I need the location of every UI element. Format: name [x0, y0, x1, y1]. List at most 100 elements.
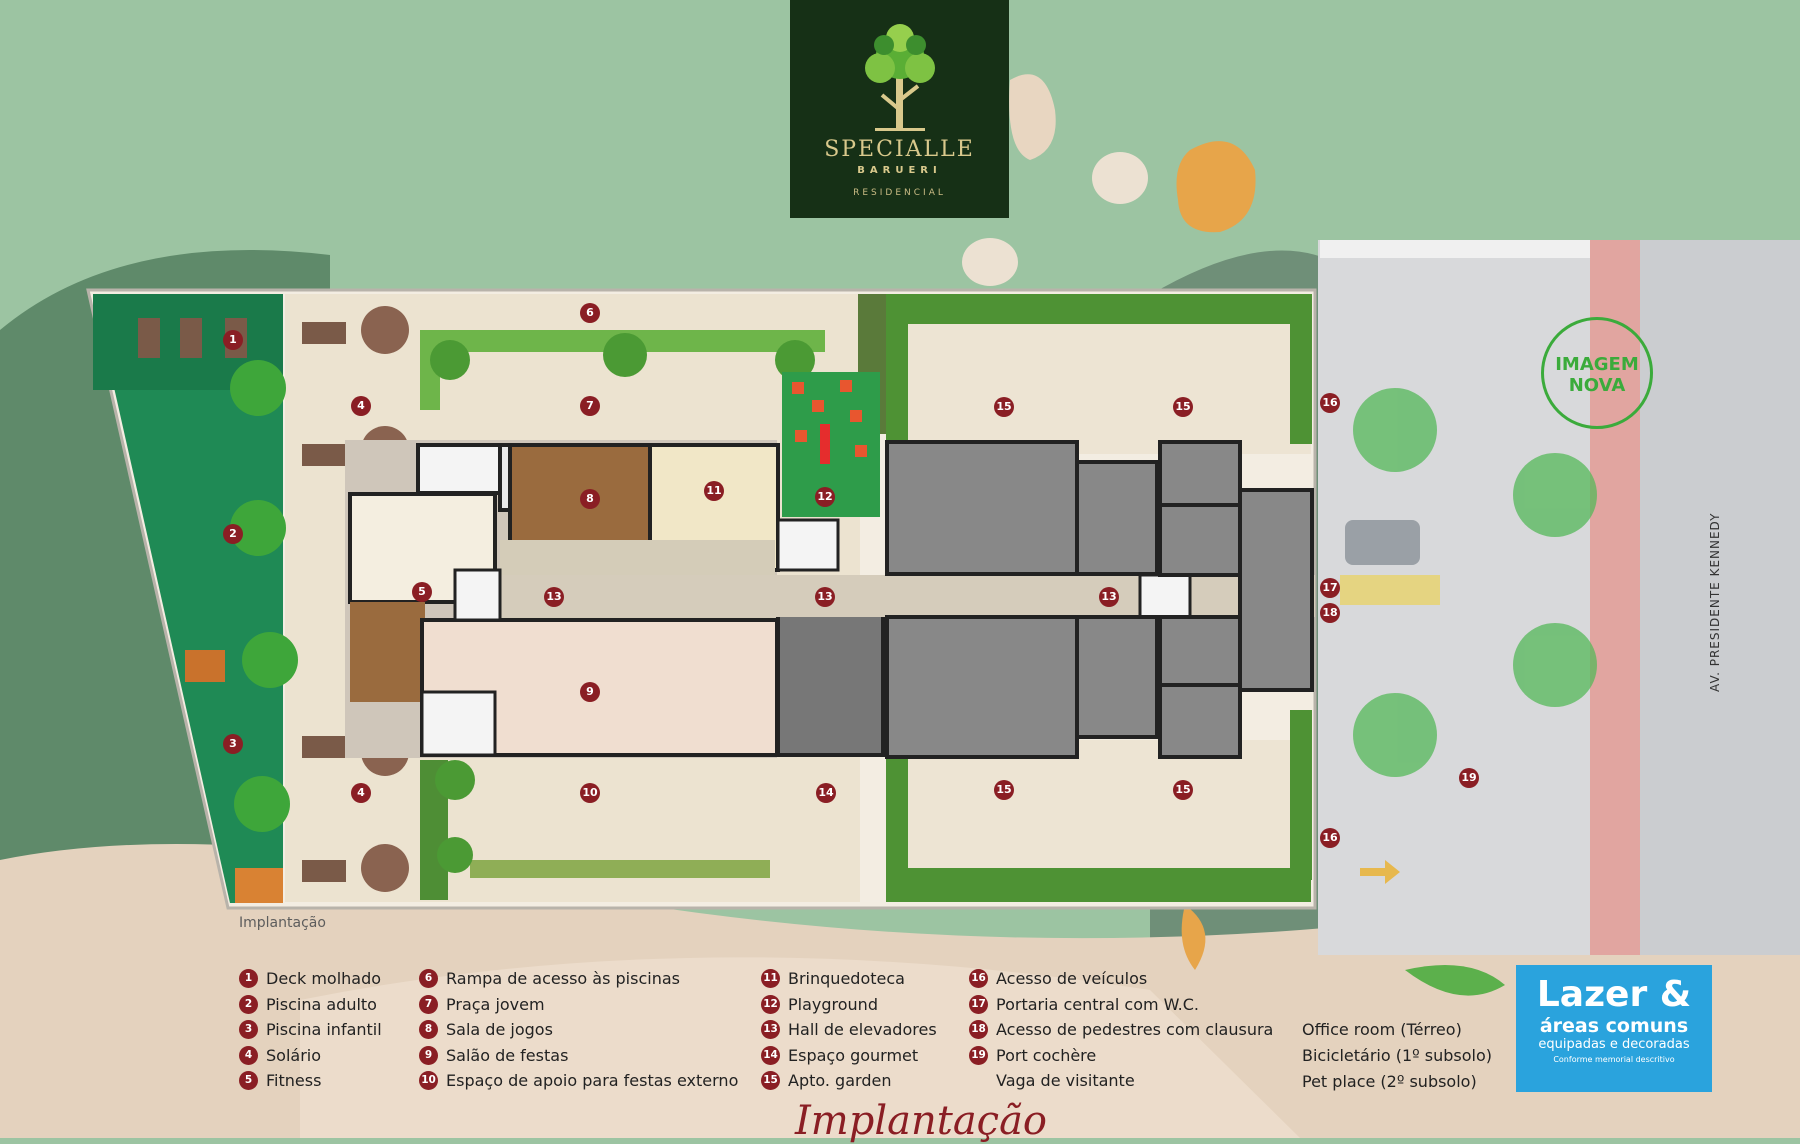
map-marker: 15: [1173, 397, 1193, 417]
map-marker: 7: [580, 396, 600, 416]
map-marker: 15: [994, 780, 1014, 800]
legend-label: Playground: [788, 994, 878, 1014]
map-marker: 3: [223, 734, 243, 754]
legend-number: 14: [761, 1045, 780, 1065]
legend-item: 1 Deck molhado: [239, 966, 382, 992]
map-marker: 6: [580, 303, 600, 323]
legend-label: Hall de elevadores: [788, 1020, 937, 1040]
map-marker: 4: [351, 396, 371, 416]
legend-number: 3: [239, 1020, 258, 1040]
extra-item: Bicicletário (1º subsolo): [1302, 1046, 1493, 1065]
legend-item: 15 Apto. garden: [761, 1068, 937, 1094]
legend-number: 10: [419, 1071, 438, 1091]
legend-number: 1: [239, 969, 258, 989]
legend-label: Piscina infantil: [266, 1020, 382, 1040]
map-marker: 17: [1320, 578, 1340, 598]
legend-label: Apto. garden: [788, 1071, 892, 1091]
legend-label: Solário: [266, 1045, 322, 1065]
legend-number: 8: [419, 1020, 438, 1040]
legend-item: 7 Praça jovem: [419, 992, 738, 1018]
logo-city: BARUERI: [857, 165, 942, 176]
legend-label: Piscina adulto: [266, 994, 377, 1014]
map-marker: 13: [1099, 587, 1119, 607]
extra-item: Pet place (2º subsolo): [1302, 1072, 1477, 1091]
legend-number: 18: [969, 1020, 988, 1040]
legend-item: 4 Solário: [239, 1043, 382, 1069]
legend-item: 8 Sala de jogos: [419, 1017, 738, 1043]
legend-item: 17 Portaria central com W.C.: [969, 992, 1273, 1018]
map-marker: 15: [1173, 780, 1193, 800]
legend-label: Portaria central com W.C.: [996, 994, 1199, 1014]
street-name: AV. PRESIDENTE KENNEDY: [1708, 512, 1722, 692]
map-marker: 13: [544, 587, 564, 607]
leisure-desc: equipadas e decoradas: [1538, 1037, 1690, 1052]
legend-number: 16: [969, 969, 988, 989]
new-image-line1: IMAGEM: [1555, 354, 1639, 375]
new-image-line2: NOVA: [1568, 375, 1626, 396]
legend-number: 9: [419, 1045, 438, 1065]
legend-item: 2 Piscina adulto: [239, 992, 382, 1018]
legend-label: Fitness: [266, 1071, 322, 1091]
legend-label: Rampa de acesso às piscinas: [446, 969, 680, 989]
extra-item: Office room (Térreo): [1302, 1020, 1462, 1039]
legend-label: Espaço de apoio para festas externo: [446, 1071, 739, 1091]
legend-label: Brinquedoteca: [788, 969, 905, 989]
map-marker: 14: [816, 783, 836, 803]
map-marker: 5: [412, 582, 432, 602]
legend-item: 14 Espaço gourmet: [761, 1043, 937, 1069]
map-marker: 1: [223, 330, 243, 350]
legend-label: Praça jovem: [446, 994, 545, 1014]
legend-number: 12: [761, 994, 780, 1014]
script-title: Implantação: [795, 1098, 1047, 1144]
legend-number: 11: [761, 969, 780, 989]
leisure-note: Conforme memorial descritivo: [1553, 1055, 1675, 1064]
legend-label: Acesso de pedestres com clausura: [996, 1020, 1274, 1040]
map-marker: 10: [580, 783, 600, 803]
legend-number: 7: [419, 994, 438, 1014]
plan-caption: Implantação: [239, 915, 326, 931]
legend-number: 13: [761, 1020, 780, 1040]
legend-label: Salão de festas: [446, 1045, 569, 1065]
legend-label: Acesso de veículos: [996, 969, 1148, 989]
legend-number: 19: [969, 1045, 988, 1065]
legend-number: 4: [239, 1045, 258, 1065]
legend-label: Espaço gourmet: [788, 1045, 919, 1065]
logo-name: SPECIALLE: [824, 137, 975, 162]
map-marker: 19: [1459, 768, 1479, 788]
logo: SPECIALLE BARUERI RESIDENCIAL: [790, 0, 1009, 218]
legend-item: 12 Playground: [761, 992, 937, 1018]
map-marker: 18: [1320, 603, 1340, 623]
legend-item: 3 Piscina infantil: [239, 1017, 382, 1043]
legend-number: 2: [239, 994, 258, 1014]
legend-number: 15: [761, 1071, 780, 1091]
legend-label: Sala de jogos: [446, 1020, 553, 1040]
legend-item: 9 Salão de festas: [419, 1043, 738, 1069]
legend-label: Vaga de visitante: [996, 1071, 1135, 1091]
map-marker: 4: [351, 783, 371, 803]
tree-icon: [865, 24, 935, 131]
extra-amenities: Office room (Térreo) Bicicletário (1º su…: [1302, 1020, 1492, 1098]
legend-item: 19 Port cochère: [969, 1043, 1273, 1069]
new-image-badge: IMAGEM NOVA: [1541, 317, 1653, 429]
map-marker: 16: [1320, 393, 1340, 413]
legend-label: Port cochère: [996, 1045, 1097, 1065]
legend-number: 5: [239, 1071, 258, 1091]
map-marker: 16: [1320, 828, 1340, 848]
map-marker: 11: [704, 481, 724, 501]
legend-item: 10 Espaço de apoio para festas externo: [419, 1068, 738, 1094]
map-marker: 2: [223, 524, 243, 544]
legend-number: 6: [419, 969, 438, 989]
legend-column: 1 Deck molhado 2 Piscina adulto 3 Piscina inf…: [239, 966, 382, 1094]
map-marker: 13: [815, 587, 835, 607]
map-marker: 8: [580, 489, 600, 509]
legend-number: 17: [969, 994, 988, 1014]
legend-column: 11 Brinquedoteca 12 Playground 13 Hall de ele…: [761, 966, 937, 1094]
legend-item: 5 Fitness: [239, 1068, 382, 1094]
legend-item: 16 Acesso de veículos: [969, 966, 1273, 992]
map-marker: 9: [580, 682, 600, 702]
legend-label: Deck molhado: [266, 969, 382, 989]
leisure-subtitle: áreas comuns: [1539, 1015, 1689, 1037]
leisure-badge: Lazer & áreas comuns equipadas e decorad…: [1516, 965, 1712, 1092]
leisure-title: Lazer &: [1536, 974, 1692, 1015]
